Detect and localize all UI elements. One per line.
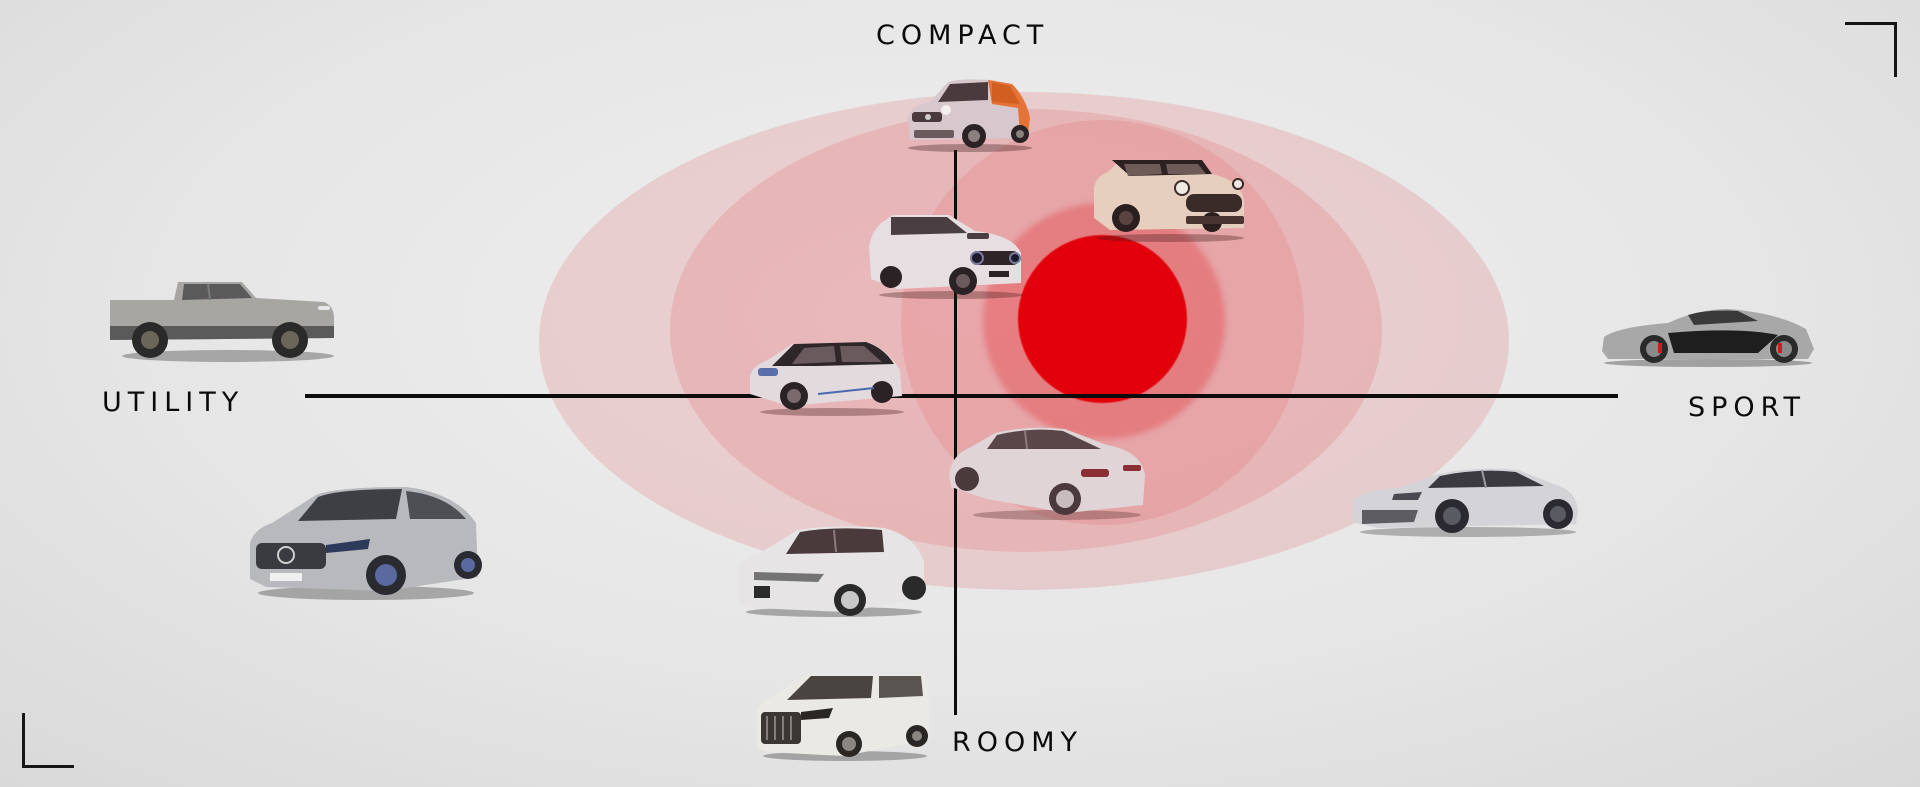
car-porsche-taycan (1348, 466, 1581, 538)
pickup-truck-icon (110, 282, 334, 362)
car-rimac-concept-one (1598, 305, 1818, 367)
axis-label-utility: UTILITY (102, 387, 245, 418)
sedan-icon (949, 427, 1145, 520)
suv-icon (738, 526, 926, 617)
axis-label-compact: COMPACT (876, 20, 1050, 51)
car-rivian-r1t (108, 276, 336, 362)
car-honda-e (867, 213, 1025, 299)
car-mercedes-eqc (246, 483, 482, 601)
car-smart-fortwo (900, 78, 1034, 152)
corner-bracket-bottom-left (22, 713, 74, 768)
axis-label-roomy: ROOMY (952, 727, 1084, 758)
car-mini-cooper (1090, 158, 1248, 242)
minivan-icon (757, 674, 929, 761)
corner-bracket-top-right (1845, 22, 1897, 77)
axis-label-sport: SPORT (1688, 392, 1806, 423)
microcar-icon (908, 79, 1032, 152)
car-tesla-model-x (734, 522, 926, 617)
car-bmw-i3 (748, 340, 906, 416)
car-tesla-model-s (947, 425, 1147, 521)
supercar-icon (1602, 309, 1814, 367)
vertical-axis-line (954, 150, 957, 715)
hatchback-icon (750, 342, 904, 416)
car-toyota-alphard (753, 670, 931, 762)
hatchback-icon (1094, 160, 1244, 242)
target-core-dot (1018, 235, 1187, 403)
hatchback-icon (869, 215, 1023, 299)
horizontal-axis-line (305, 394, 1618, 398)
sports-sedan-icon (1352, 468, 1578, 537)
suv-icon (250, 487, 482, 600)
